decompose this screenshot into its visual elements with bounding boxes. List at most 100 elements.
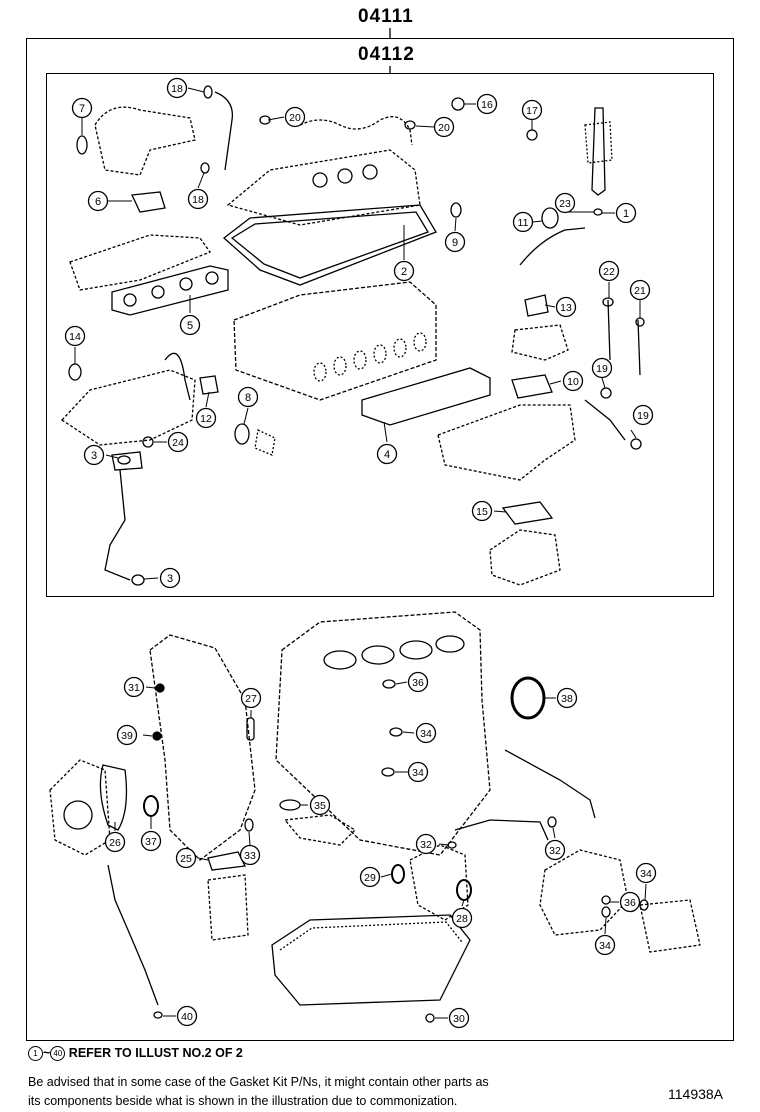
callout-circle [176,1005,198,1027]
callout-number: 32 [549,845,561,857]
callout-number: 33 [244,850,256,862]
callout-number: 1 [623,208,629,220]
callout-22: 22 [598,260,620,282]
callout-number: 6 [95,196,101,208]
callout-6: 6 [87,190,109,212]
callout-number: 10 [567,376,579,388]
callout-circle [140,830,162,852]
callout-circle [123,676,145,698]
legend-separator: ~ [43,1046,51,1060]
callout-circle [309,794,331,816]
callout-number: 8 [245,392,251,404]
callout-circle [359,866,381,888]
callout-number: 17 [526,105,538,117]
callout-circle [237,386,259,408]
callout-circle [71,97,93,119]
callout-circle [554,192,576,214]
callout-34: 34 [594,934,616,956]
callout-number: 2 [401,266,407,278]
callout-circle [444,231,466,253]
legend: 1~40 REFER TO ILLUST NO.2 OF 2 [28,1046,243,1062]
callout-number: 21 [634,285,646,297]
callout-36: 36 [619,891,641,913]
callout-circle [635,862,657,884]
callout-14: 14 [64,325,86,347]
legend-range-start: 1 [28,1046,43,1062]
callout-number: 16 [481,99,493,111]
callout-number: 9 [452,237,458,249]
callout-36: 36 [407,671,429,693]
callout-circle [591,357,613,379]
callout-circle [471,500,493,522]
callout-circle [415,722,437,744]
callout-number: 7 [79,103,85,115]
callout-25: 25 [175,847,197,869]
callout-number: 19 [637,410,649,422]
callout-circle [544,839,566,861]
callout-number: 19 [596,363,608,375]
callout-40: 40 [176,1005,198,1027]
callout-number: 40 [181,1011,193,1023]
callout-2: 2 [393,260,415,282]
callout-27: 27 [240,687,262,709]
figure-number: 114938A [668,1086,724,1102]
inner-assembly-code: 04112 [358,44,415,65]
callout-39: 39 [116,724,138,746]
legend-range-end: 40 [50,1046,66,1062]
callout-circle [64,325,86,347]
callout-20: 20 [433,116,455,138]
callout-number: 27 [245,693,257,705]
callout-28: 28 [451,907,473,929]
callout-number: 37 [145,836,157,848]
callout-number: 18 [192,194,204,206]
callout-number: 20 [289,112,301,124]
callout-circle [598,260,620,282]
callout-number: 3 [91,450,97,462]
callout-16: 16 [476,93,498,115]
callout-number: 5 [187,320,193,332]
callout-circle [512,211,534,233]
callout-1: 1 [615,202,637,224]
callout-number: 39 [121,730,133,742]
callout-34: 34 [407,761,429,783]
callout-number: 13 [560,302,572,314]
callout-number: 18 [171,83,183,95]
callout-19: 19 [591,357,613,379]
callout-number: 20 [438,122,450,134]
callout-circle [448,1007,470,1029]
callout-circle [393,260,415,282]
callout-29: 29 [359,866,381,888]
callout-circle [187,188,209,210]
callout-38: 38 [556,687,578,709]
callout-30: 30 [448,1007,470,1029]
callout-circle [166,77,188,99]
callout-circle [632,404,654,426]
callout-number: 34 [599,940,611,952]
callout-circle [284,106,306,128]
callout-number: 29 [364,872,376,884]
callout-21: 21 [629,279,651,301]
callout-12: 12 [195,407,217,429]
callout-circle [83,444,105,466]
callout-circle [433,116,455,138]
callout-32: 32 [415,833,437,855]
callout-number: 38 [561,693,573,705]
callout-number: 30 [453,1013,465,1025]
callout-circle [179,314,201,336]
callout-circle [407,671,429,693]
note-line-2: its components beside what is shown in t… [28,1094,458,1108]
kit-outer-frame [26,38,734,1041]
callout-8: 8 [237,386,259,408]
callout-20: 20 [284,106,306,128]
callout-3: 3 [83,444,105,466]
callout-19: 19 [632,404,654,426]
callout-number: 23 [559,198,571,210]
callout-number: 11 [518,217,529,229]
callout-circle [407,761,429,783]
callout-circle [415,833,437,855]
callout-24: 24 [167,431,189,453]
callout-17: 17 [521,99,543,121]
callout-13: 13 [555,296,577,318]
callout-3: 3 [159,567,181,589]
